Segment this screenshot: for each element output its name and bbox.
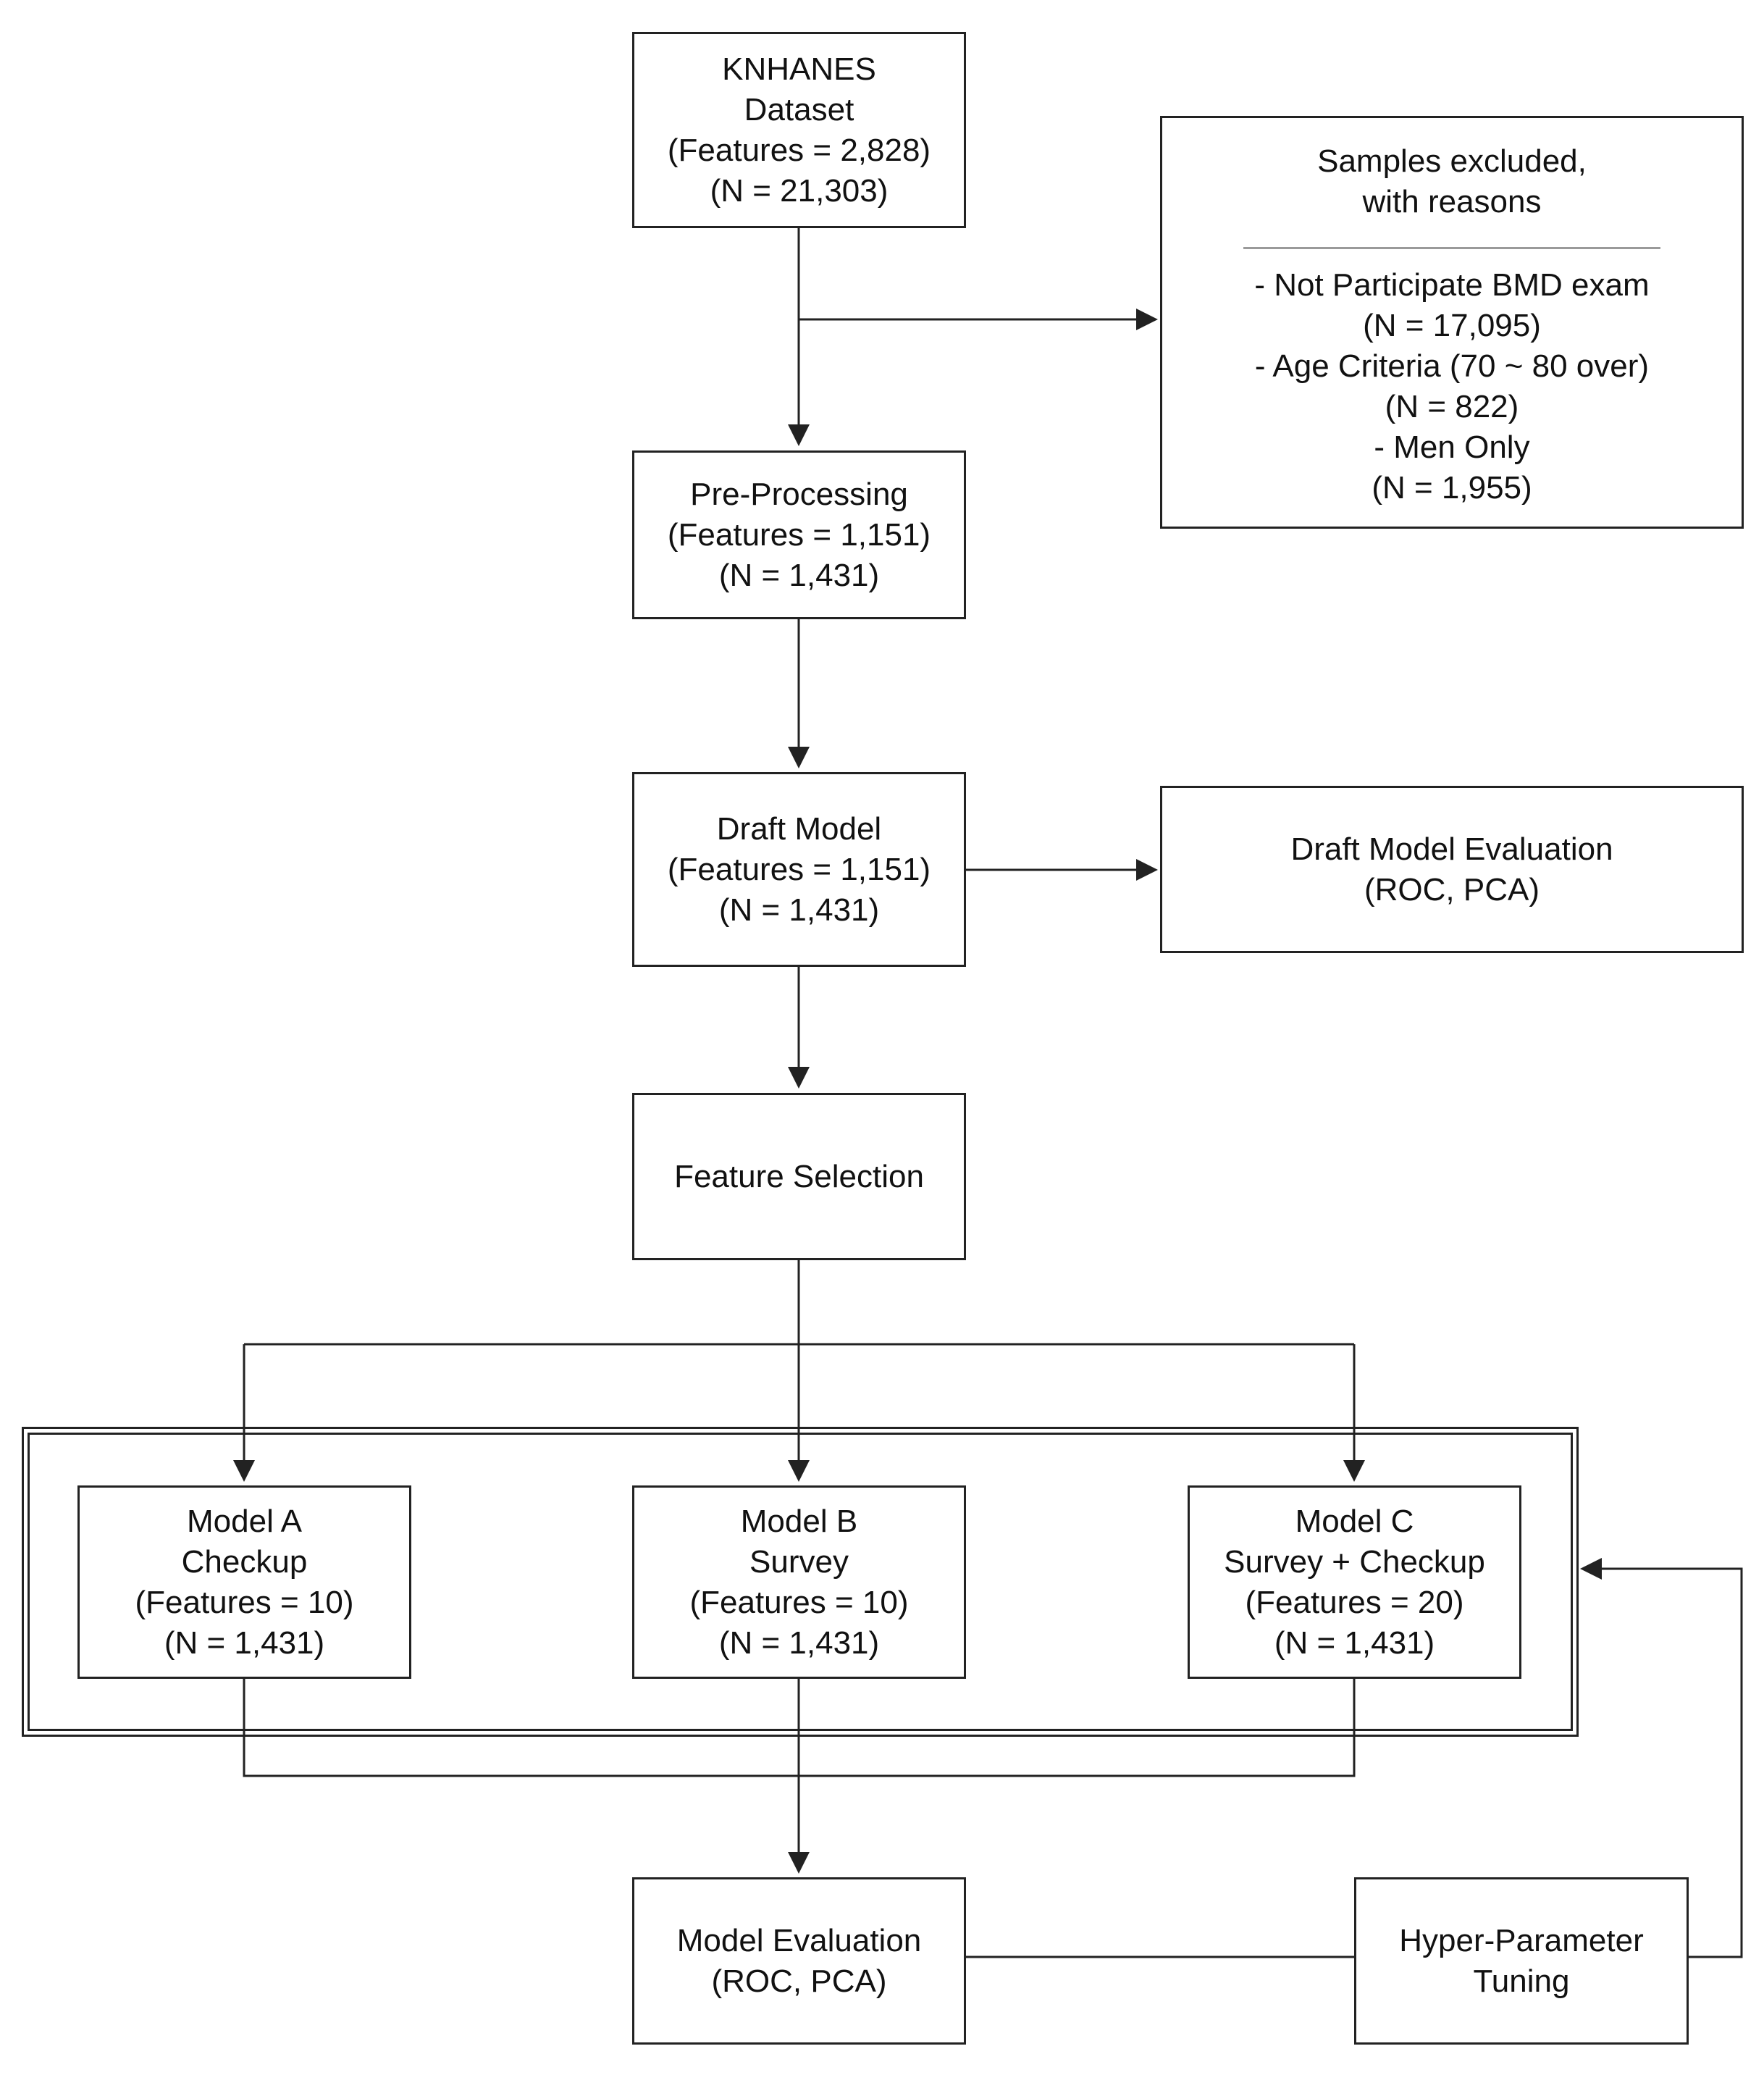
- node-text: Model A: [187, 1503, 302, 1539]
- node-text: Model C: [1295, 1503, 1414, 1539]
- models-group-frame-outer: [22, 1427, 1579, 1737]
- node-text: (N = 1,431): [1274, 1625, 1435, 1661]
- node-text: Feature Selection: [674, 1158, 924, 1194]
- node-text: Model Evaluation: [676, 1922, 922, 1958]
- excluded-count: (N = 17,095): [1363, 308, 1541, 343]
- node-text: (Features = 10): [135, 1584, 354, 1620]
- node-text: (N = 21,303): [710, 172, 889, 209]
- model-evaluation-node: Model Evaluation (ROC, PCA): [632, 1877, 966, 2045]
- node-text: Model B: [740, 1503, 858, 1539]
- excluded-heading: with reasons: [1362, 184, 1542, 219]
- excluded-divider: [1243, 247, 1660, 249]
- model-c-node: Model C Survey + Checkup (Features = 20)…: [1188, 1485, 1521, 1679]
- excluded-reason: - Men Only: [1374, 429, 1530, 465]
- excluded-reason: - Age Criteria (70 ~ 80 over): [1254, 348, 1650, 384]
- node-text: (Features = 1,151): [667, 851, 931, 887]
- node-text: Draft Model Evaluation: [1290, 831, 1613, 867]
- node-text: Dataset: [744, 91, 854, 127]
- draft-model-evaluation-node: Draft Model Evaluation (ROC, PCA): [1160, 786, 1744, 953]
- node-text: (N = 1,431): [164, 1625, 325, 1661]
- model-b-node: Model B Survey (Features = 10) (N = 1,43…: [632, 1485, 966, 1679]
- excluded-reason: - Not Participate BMD exam: [1254, 267, 1650, 303]
- samples-excluded-node: Samples excluded, with reasons - Not Par…: [1160, 116, 1744, 529]
- node-text: (N = 1,431): [718, 557, 880, 593]
- excluded-count: (N = 822): [1385, 389, 1519, 424]
- node-text: Hyper-Parameter: [1399, 1922, 1644, 1958]
- node-text: (N = 1,431): [718, 892, 880, 928]
- preprocessing-node: Pre-Processing (Features = 1,151) (N = 1…: [632, 450, 966, 619]
- models-group-frame-inner: [28, 1433, 1573, 1731]
- excluded-count: (N = 1,955): [1372, 470, 1532, 506]
- node-text: Pre-Processing: [690, 476, 908, 512]
- hyper-parameter-tuning-node: Hyper-Parameter Tuning: [1354, 1877, 1689, 2045]
- node-text: (ROC, PCA): [1364, 871, 1540, 907]
- draft-model-node: Draft Model (Features = 1,151) (N = 1,43…: [632, 772, 966, 967]
- node-text: (Features = 1,151): [667, 516, 931, 553]
- node-text: (Features = 20): [1245, 1584, 1464, 1620]
- feature-selection-node: Feature Selection: [632, 1093, 966, 1260]
- knhanes-dataset-node: KNHANES Dataset (Features = 2,828) (N = …: [632, 32, 966, 228]
- node-text: Survey: [749, 1543, 849, 1580]
- node-text: Tuning: [1473, 1963, 1570, 1999]
- arrow-tuning-to-model-c: [1580, 1558, 1743, 1958]
- node-text: (Features = 2,828): [667, 132, 931, 168]
- node-text: (Features = 10): [689, 1584, 909, 1620]
- line-feature-selection-split: [244, 1260, 1354, 1346]
- node-text: (ROC, PCA): [711, 1963, 887, 1999]
- node-text: Draft Model: [716, 810, 882, 847]
- node-text: (N = 1,431): [718, 1625, 880, 1661]
- model-a-node: Model A Checkup (Features = 10) (N = 1,4…: [77, 1485, 411, 1679]
- node-text: Checkup: [181, 1543, 308, 1580]
- node-text: KNHANES: [722, 51, 876, 87]
- excluded-heading: Samples excluded,: [1317, 143, 1587, 179]
- node-text: Survey + Checkup: [1224, 1543, 1485, 1580]
